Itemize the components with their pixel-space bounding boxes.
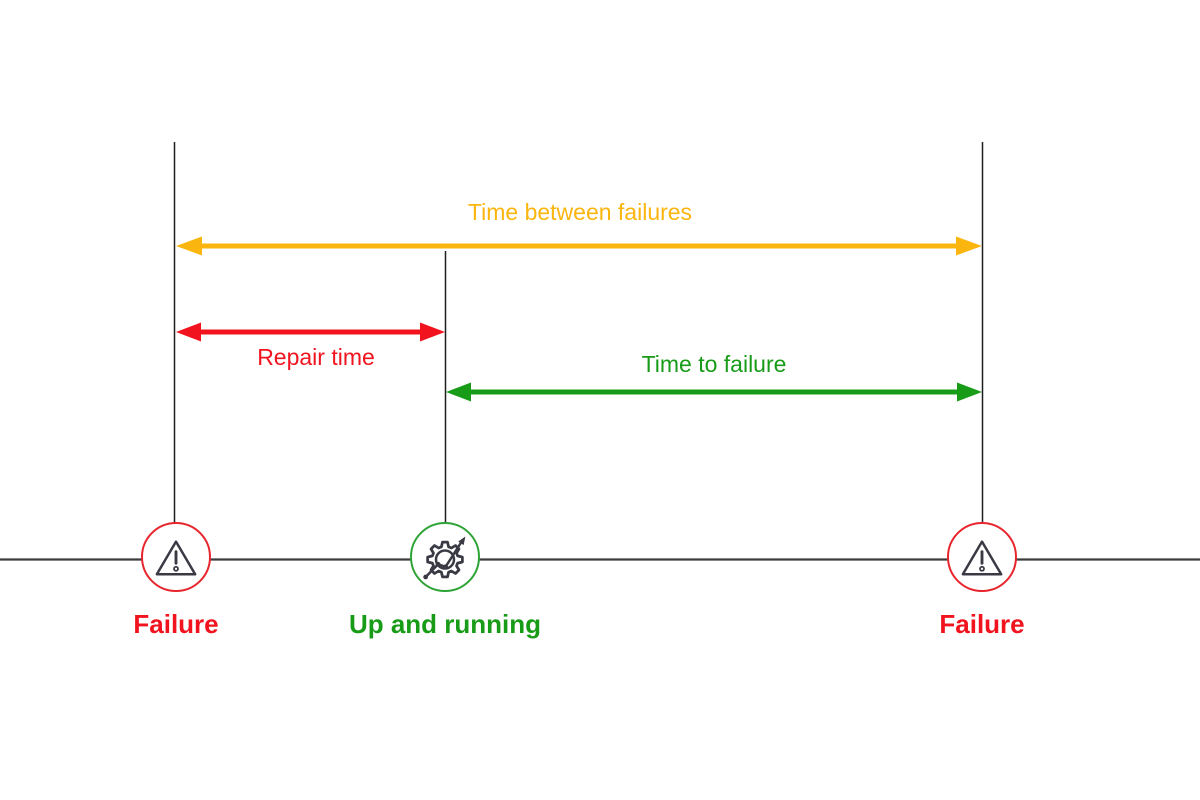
up-and-running-label: Up and running — [348, 609, 542, 639]
failure-2-node — [947, 522, 1017, 592]
failure-1-label: Failure — [133, 609, 219, 639]
time-between-failures-label: Time between failures — [467, 199, 693, 225]
arrowhead-left-icon — [176, 236, 202, 256]
warning-icon — [961, 540, 1003, 576]
arrowhead-right-icon — [956, 236, 982, 256]
time-to-failure-arrow — [446, 382, 982, 402]
arrowhead-right-icon — [420, 322, 445, 342]
failure-2-label: Failure — [939, 609, 1025, 639]
failure-2-ring — [947, 522, 1017, 592]
repair-time-arrow — [176, 322, 445, 342]
failure-1-ring — [141, 522, 211, 592]
up-and-running-node — [410, 522, 480, 592]
failure-1-node — [141, 522, 211, 592]
time-to-failure-label: Time to failure — [641, 351, 787, 377]
arrowhead-right-icon — [957, 382, 982, 402]
repair-time-label: Repair time — [257, 344, 375, 370]
gear-growth-icon — [423, 536, 466, 580]
arrowhead-left-icon — [176, 322, 201, 342]
up-and-running-ring — [410, 522, 480, 592]
warning-icon — [155, 540, 197, 576]
time-between-failures-arrow — [176, 236, 982, 256]
arrowhead-left-icon — [446, 382, 471, 402]
